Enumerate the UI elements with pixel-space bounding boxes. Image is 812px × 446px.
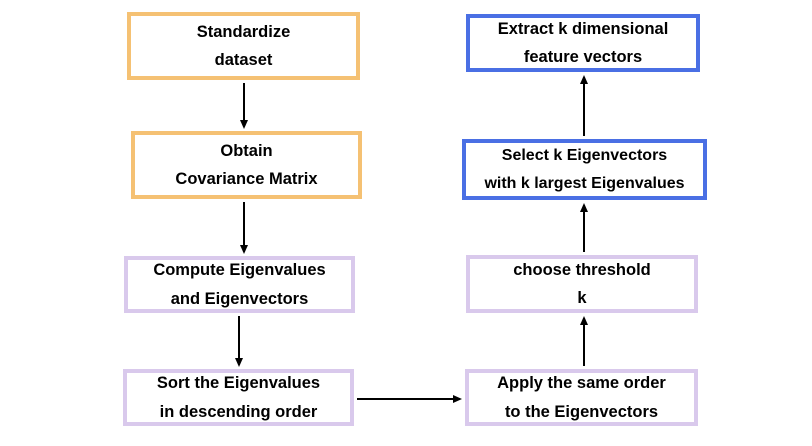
flow-box-standardize-dataset: Standardize dataset	[127, 12, 360, 80]
flow-box-apply-same-order: Apply the same order to the Eigenvectors	[465, 369, 698, 426]
flow-box-obtain-covariance-matrix: Obtain Covariance Matrix	[131, 131, 362, 199]
flow-box-compute-eigenvalues: Compute Eigenvalues and Eigenvectors	[124, 256, 355, 313]
flow-box-extract-k-dimensional: Extract k dimensional feature vectors	[466, 14, 700, 72]
flow-box-select-k-eigenvectors: Select k Eigenvectors with k largest Eig…	[462, 139, 707, 200]
flow-box-choose-threshold-k: choose threshold k	[466, 255, 698, 313]
flow-box-sort-eigenvalues: Sort the Eigenvalues in descending order	[123, 369, 354, 426]
